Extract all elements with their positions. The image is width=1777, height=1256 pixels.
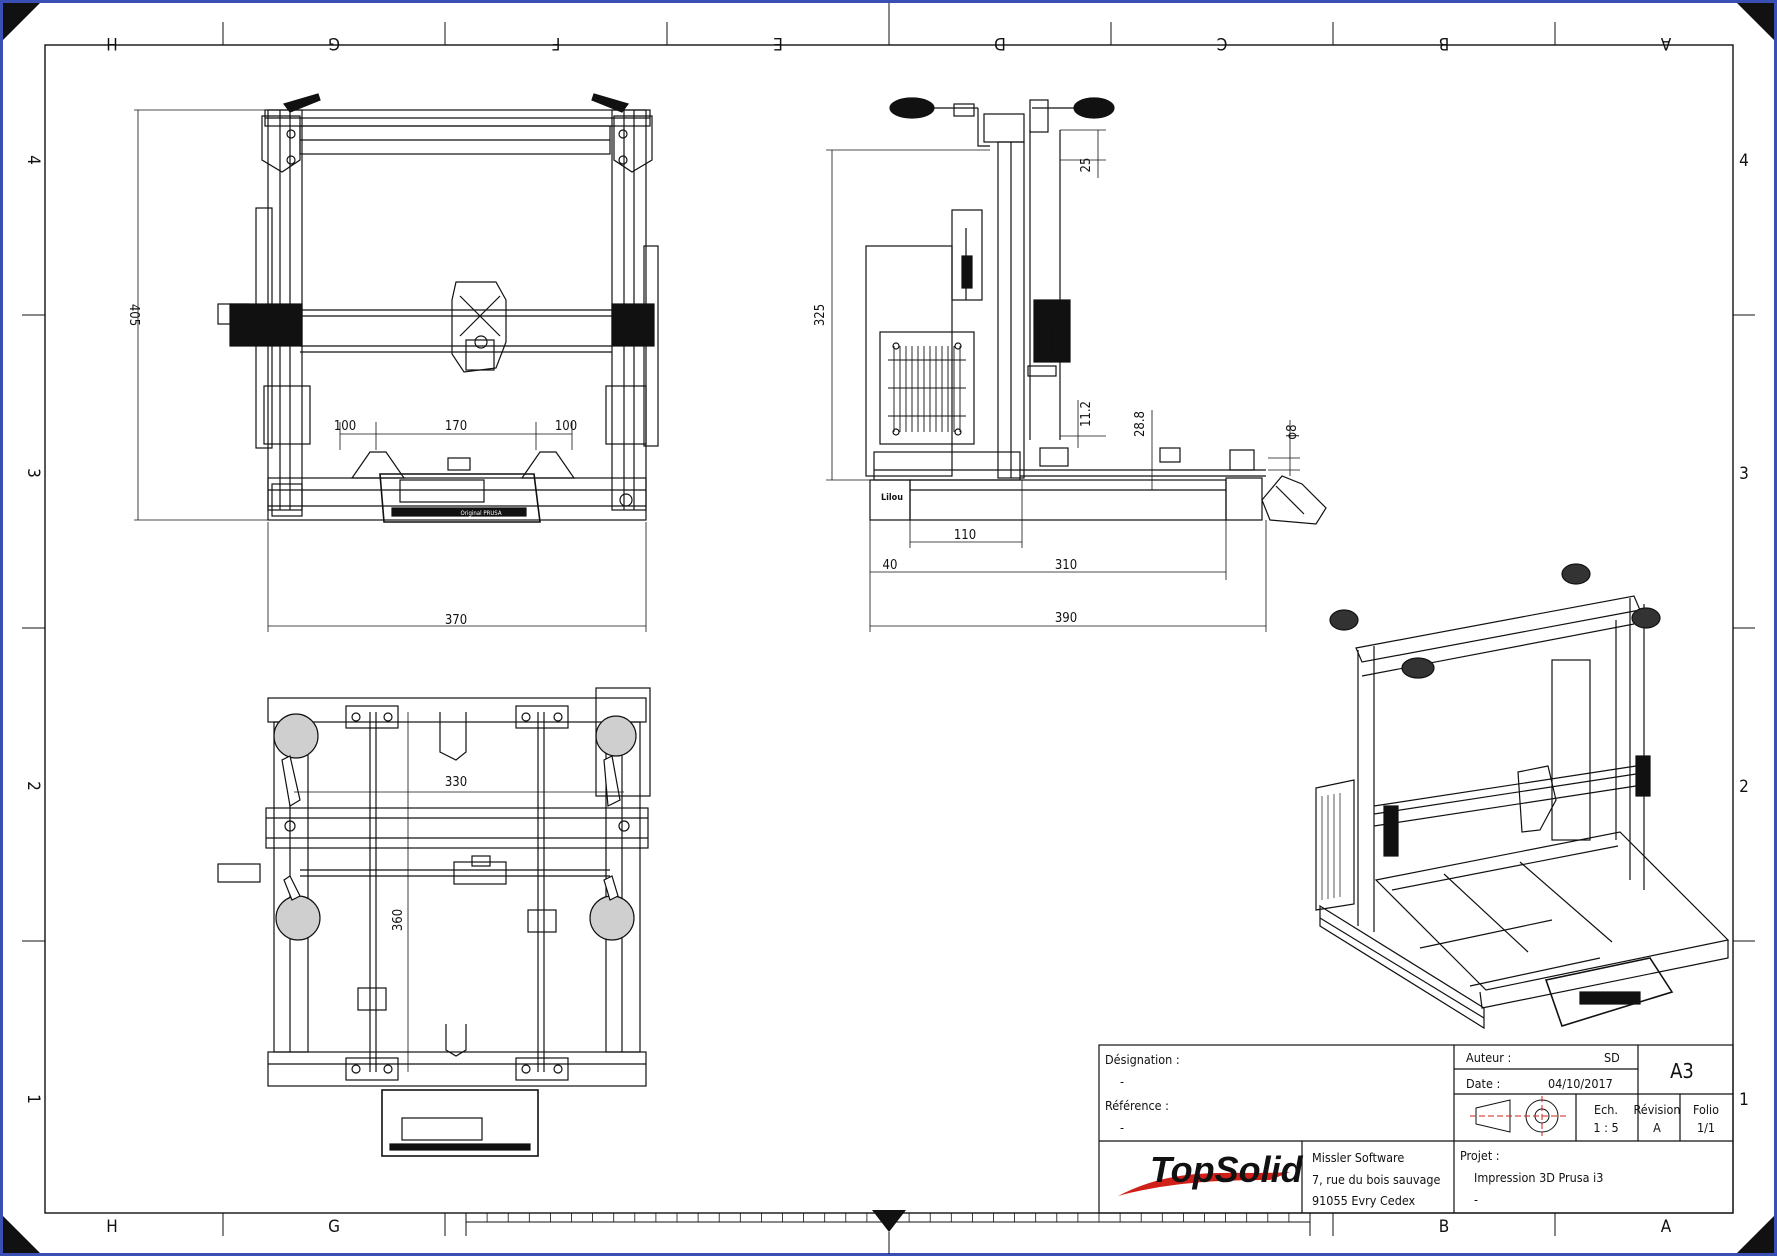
dim-side-depth-b: 40 xyxy=(883,558,898,573)
zone-left-3: 3 xyxy=(23,468,43,478)
zone-top-E: E xyxy=(773,33,783,53)
dim-side-small-height: 11.2 xyxy=(1079,401,1094,427)
company-address-line2: 91055 Evry Cedex xyxy=(1312,1193,1416,1208)
corner-mark-tl xyxy=(3,3,40,40)
zone-top-F: F xyxy=(552,33,561,53)
revision-value: A xyxy=(1653,1120,1661,1135)
dim-side-mid-height: 28.8 xyxy=(1133,411,1148,437)
dim-side-diameter: ϕ8 xyxy=(1285,424,1300,439)
zone-top-D: D xyxy=(994,33,1006,53)
dim-side-height: 325 xyxy=(813,304,828,326)
side-dimension-labels: 325 25 11.2 28.8 ϕ8 110 40 310 390 xyxy=(813,158,1300,626)
dim-front-spacing-right: 100 xyxy=(555,419,577,434)
title-block-text: Désignation : - Référence : - Auteur : S… xyxy=(1105,1050,1719,1208)
side-view xyxy=(865,97,1327,525)
zone-top-C: C xyxy=(1217,33,1228,53)
designation-label: Désignation : xyxy=(1105,1052,1180,1067)
zone-left-1: 1 xyxy=(23,1094,43,1104)
front-dimension-lines xyxy=(134,109,647,632)
project-label: Projet : xyxy=(1460,1148,1500,1163)
front-nameplate: Original PRUSA xyxy=(460,510,501,517)
topsolid-logo-swoosh-icon xyxy=(1118,1172,1290,1196)
zone-labels-left: 4 3 2 1 xyxy=(23,155,43,1104)
dim-top-width: 330 xyxy=(445,775,467,790)
zone-right-2: 2 xyxy=(1739,777,1749,797)
dim-front-spacing-left: 100 xyxy=(334,419,356,434)
company-name: Missler Software xyxy=(1312,1150,1404,1165)
zone-left-2: 2 xyxy=(23,781,43,791)
folio-value: 1/1 xyxy=(1697,1120,1715,1135)
zone-bottom-A: A xyxy=(1661,1217,1672,1237)
designation-value: - xyxy=(1120,1074,1124,1089)
zone-right-4: 4 xyxy=(1739,151,1749,171)
zone-bottom-H: H xyxy=(106,1217,118,1237)
center-arrow xyxy=(872,1210,906,1232)
company-address-line1: 7, rue du bois sauvage xyxy=(1312,1172,1441,1187)
zone-bottom-G: G xyxy=(328,1217,340,1237)
zone-bottom-B: B xyxy=(1439,1217,1450,1237)
zone-labels-bottom: H G B A xyxy=(106,1217,1672,1237)
folio-label: Folio xyxy=(1693,1102,1719,1117)
dim-side-total-depth: 390 xyxy=(1055,611,1077,626)
corner-mark-br xyxy=(1737,1216,1774,1253)
dim-side-top-offset: 25 xyxy=(1079,158,1094,173)
projection-symbol-icon xyxy=(1470,1096,1566,1136)
isometric-view xyxy=(1315,563,1730,1030)
reference-value: - xyxy=(1120,1120,1124,1135)
zone-labels-right: 4 3 2 1 xyxy=(1739,151,1749,1110)
zone-top-H: H xyxy=(106,33,118,53)
zone-top-G: G xyxy=(328,33,340,53)
side-dimension-lines xyxy=(826,129,1300,632)
side-nameplate: Lilou xyxy=(881,493,903,503)
top-view xyxy=(217,687,651,1157)
scale-label: Ech. xyxy=(1594,1102,1618,1117)
dim-front-width: 370 xyxy=(445,613,467,628)
front-view xyxy=(217,93,659,523)
title-block xyxy=(1098,1044,1734,1214)
project-value: Impression 3D Prusa i3 xyxy=(1474,1170,1603,1185)
author-label: Auteur : xyxy=(1466,1050,1511,1065)
dim-side-depth-c: 310 xyxy=(1055,558,1077,573)
corner-mark-bl xyxy=(3,1216,40,1253)
dim-side-depth-a: 110 xyxy=(954,528,976,543)
dim-front-height: 405 xyxy=(126,304,141,326)
zone-top-B: B xyxy=(1439,33,1450,53)
corner-mark-tr xyxy=(1737,3,1774,40)
zone-right-1: 1 xyxy=(1739,1090,1749,1110)
zone-left-4: 4 xyxy=(23,155,43,165)
zone-top-A: A xyxy=(1660,33,1671,53)
top-dimension-lines xyxy=(294,712,624,1072)
reference-label: Référence : xyxy=(1105,1098,1169,1113)
zone-ticks xyxy=(22,3,1755,1236)
dim-front-spacing-mid: 170 xyxy=(445,419,467,434)
project-sub-value: - xyxy=(1474,1192,1478,1207)
sheet-format: A3 xyxy=(1670,1059,1694,1083)
revision-label: Révision xyxy=(1634,1102,1681,1117)
zone-labels-top: H G F E D C B A xyxy=(106,33,1671,53)
date-value: 04/10/2017 xyxy=(1548,1076,1613,1091)
front-dimension-labels: 405 100 170 100 370 xyxy=(126,304,577,628)
topsolid-logo: TopSolid xyxy=(1150,1149,1304,1190)
author-value: SD xyxy=(1604,1050,1620,1065)
top-dimension-labels: 330 360 xyxy=(391,775,467,931)
ruler-ticks xyxy=(465,1213,1311,1222)
dim-top-depth: 360 xyxy=(391,909,406,931)
zone-right-3: 3 xyxy=(1739,464,1749,484)
scale-value: 1 : 5 xyxy=(1593,1120,1618,1135)
date-label: Date : xyxy=(1466,1076,1500,1091)
